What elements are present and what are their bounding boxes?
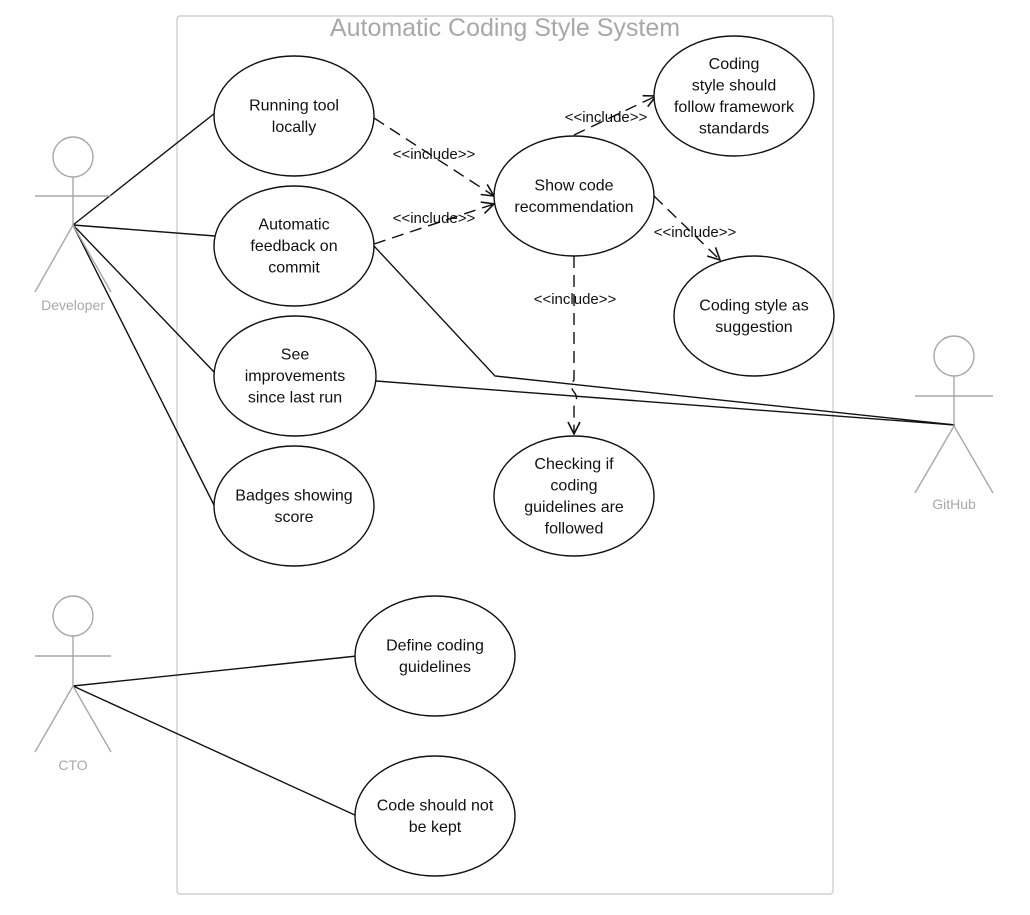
actor-cto: [34, 595, 112, 753]
association-github-auto-feedback: [373, 245, 956, 426]
include-dependencies: [373, 96, 720, 434]
association-cto-define-guidelines: [72, 655, 358, 687]
use-case-label-line: guidelines: [399, 659, 471, 676]
include-arrow-checking-guidelines: [572, 256, 577, 434]
association-developer-see-improvements: [72, 224, 216, 374]
use-case-label-line: Coding style as: [699, 297, 808, 314]
use-case-define-guidelines-label: Define coding guidelines: [386, 637, 484, 676]
use-case-code-not-kept-label: Code should not be kept: [377, 797, 494, 836]
use-case-label-line: follow framework: [674, 99, 795, 116]
use-case-badges: Badges showing score: [213, 445, 375, 567]
use-case-code-not-kept: Code should not be kept: [354, 755, 516, 877]
use-case-badges-label: Badges showing score: [235, 487, 352, 526]
use-case-label-line: Code should not: [377, 797, 494, 814]
use-case-label-line: Automatic: [258, 217, 329, 234]
actor-github-head: [933, 335, 975, 377]
use-case-label-line: commit: [268, 260, 320, 277]
use-case-label-line: improvements: [245, 368, 345, 385]
use-case-label-line: style should: [692, 77, 777, 94]
include-label-style-suggestion: <<include>>: [654, 224, 737, 241]
use-case-label-line: Checking if: [534, 456, 614, 473]
system-boundary: [176, 15, 834, 895]
include-arrow-style-suggestion: [653, 195, 720, 260]
use-case-label-line: feedback on: [250, 238, 337, 255]
actor-github-label: GitHub: [932, 496, 976, 512]
include-arrow-framework-standards: [573, 96, 656, 136]
use-case-running-tool-label: Running tool locally: [249, 97, 339, 136]
use-case-label-line: suggestion: [715, 319, 792, 336]
actor-developer: [34, 136, 112, 293]
use-case-show-code-recommendation: Show code recommendation: [493, 135, 655, 257]
use-case-label-line: coding: [550, 477, 597, 494]
use-case-auto-feedback: Automatic feedback on commit: [213, 185, 375, 307]
use-case-label-line: standards: [699, 120, 769, 137]
use-case-label-line: Define coding: [386, 637, 484, 654]
use-case-framework-standards-label: Coding style should follow framework standa…: [674, 56, 795, 138]
actor-cto-head: [52, 595, 94, 637]
use-case-define-guidelines: Define coding guidelines: [354, 595, 516, 717]
association-cto-code-not-kept: [72, 685, 358, 817]
use-case-label-line: be kept: [409, 819, 462, 836]
use-case-label-line: score: [274, 509, 313, 526]
include-label-framework-standards: <<include>>: [565, 109, 648, 126]
include-label-auto-feedback: <<include>>: [393, 210, 476, 227]
actor-github: [914, 335, 994, 494]
system-title: Automatic Coding Style System: [330, 14, 680, 42]
use-case-framework-standards: Coding style should follow framework standa…: [653, 35, 815, 157]
use-case-label-line: Coding: [709, 56, 760, 73]
use-case-checking-guidelines-label: Checking if coding guidelines are followed: [524, 456, 624, 538]
include-label-running-tool: <<include>>: [393, 146, 476, 163]
use-case-label-line: locally: [272, 119, 316, 136]
use-case-label-line: guidelines are: [524, 499, 624, 516]
use-case-checking-guidelines: Checking if coding guidelines are followed: [493, 435, 655, 557]
association-developer-running-tool: [72, 112, 216, 226]
use-case-see-improvements: See improvements since last run: [213, 315, 377, 437]
actor-developer-head: [52, 136, 94, 178]
use-case-label-line: Show code: [534, 177, 613, 194]
use-case-style-suggestion-label: Coding style as suggestion: [699, 297, 808, 336]
use-case-label-line: since last run: [248, 390, 342, 407]
use-case-auto-feedback-label: Automatic feedback on commit: [250, 217, 337, 277]
actor-cto-label: CTO: [58, 757, 87, 773]
use-case-label-line: followed: [545, 520, 604, 537]
actor-developer-label: Developer: [41, 297, 105, 313]
use-case-label-line: recommendation: [514, 199, 633, 216]
use-case-style-suggestion: Coding style as suggestion: [673, 255, 835, 377]
include-arrow-auto-feedback: [373, 204, 494, 245]
include-label-checking-guidelines: <<include>>: [534, 291, 617, 308]
association-github-see-improvements: [375, 380, 956, 426]
include-arrow-running-tool: [373, 117, 494, 196]
association-lines: [72, 112, 956, 817]
use-case-show-code-recommendation-label: Show code recommendation: [514, 177, 633, 216]
association-developer-auto-feedback: [72, 224, 216, 237]
association-developer-badges: [72, 224, 216, 508]
use-case-label-line: See: [281, 347, 310, 364]
use-case-label-line: Running tool: [249, 97, 339, 114]
use-case-see-improvements-label: See improvements since last run: [245, 347, 345, 407]
use-case-running-tool: Running tool locally: [213, 55, 375, 177]
use-case-label-line: Badges showing: [235, 487, 352, 504]
